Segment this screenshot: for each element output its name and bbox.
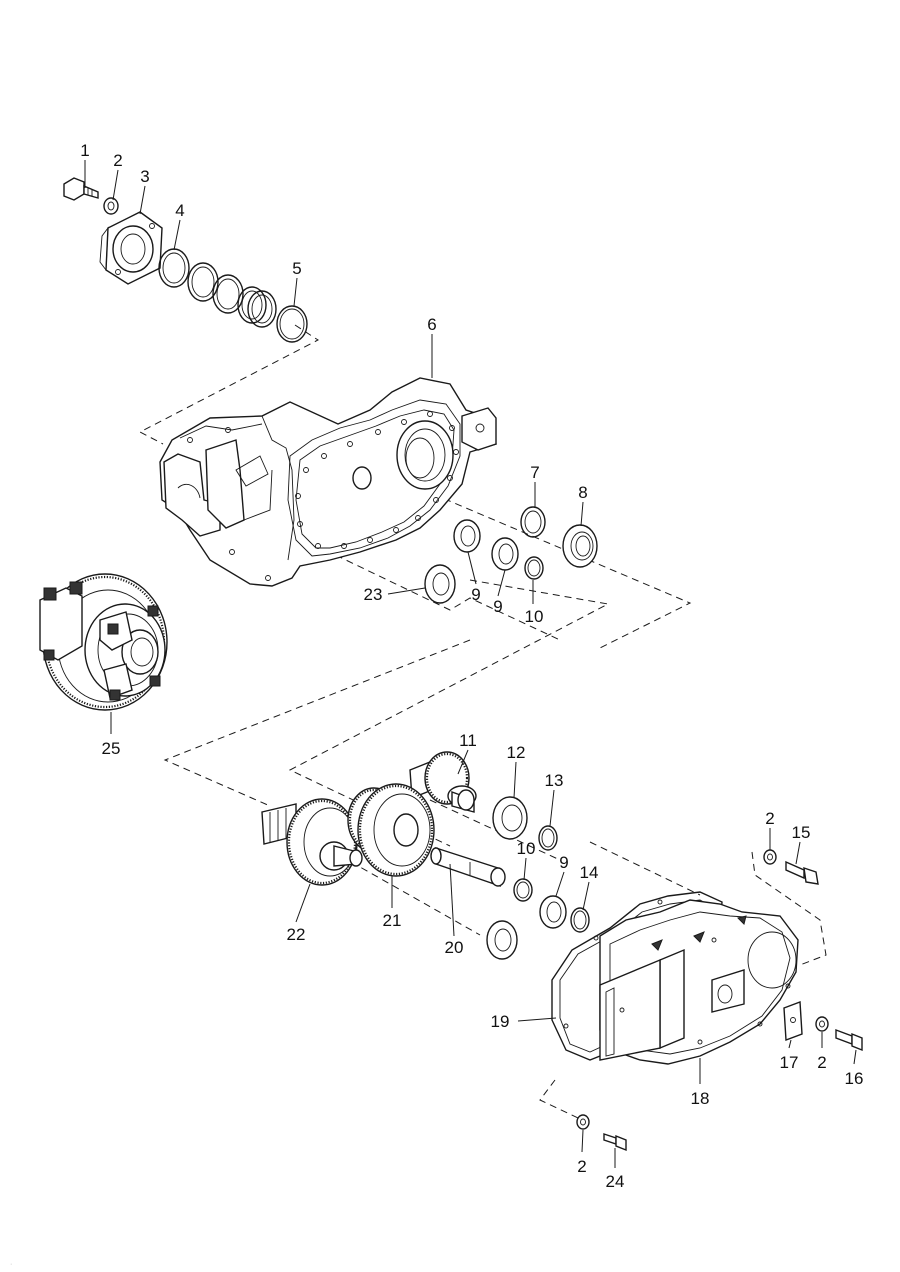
callout-24: 24: [606, 1172, 625, 1191]
leader-lines: [84, 160, 857, 1168]
callout-1: 1: [80, 141, 89, 160]
callout-14: 14: [580, 863, 599, 882]
part-1-bolt: [63, 177, 99, 201]
part-20-shaft: [430, 847, 506, 888]
part-12-bearing: [492, 796, 528, 840]
part-2-washer-bottom: [576, 1114, 590, 1130]
part-13-snap-ring: [538, 825, 558, 851]
callout-5: 5: [292, 259, 301, 278]
callout-12: 12: [507, 743, 526, 762]
housing-bolt-holes: [187, 411, 459, 581]
callout-3: 3: [140, 167, 149, 186]
callout-16: 16: [845, 1069, 864, 1088]
part-4-o-ring-set: [158, 248, 277, 328]
part-18-end-cover: [599, 899, 799, 1065]
part-2-washer-right-lower: [815, 1016, 829, 1032]
part-21-cluster-gear: [347, 783, 435, 877]
callout-15: 15: [792, 823, 811, 842]
part-9-bearing-c: [539, 895, 567, 929]
part-2-washer-right-upper: [763, 849, 777, 865]
callout-9: 9: [493, 597, 502, 616]
part-15-bolt: [785, 860, 819, 885]
callout-9: 9: [559, 853, 568, 872]
callout-2: 2: [765, 809, 774, 828]
callout-19: 19: [491, 1012, 510, 1031]
part-20-bearing: [486, 920, 518, 960]
part-7-seal-ring: [520, 506, 546, 538]
callout-20: 20: [445, 938, 464, 957]
part-23-bearing: [424, 564, 456, 604]
part-24-bolt: [603, 1133, 627, 1152]
callout-13: 13: [545, 771, 564, 790]
callout-8: 8: [578, 483, 587, 502]
callout-10: 10: [525, 607, 544, 626]
callout-labels: 1 2 3 4 5 6 7 8 23 9 9 10 25 11 12 13 10…: [80, 141, 863, 1191]
callout-23: 23: [364, 585, 383, 604]
part-22-input-shaft-gear: [261, 798, 363, 886]
callout-7: 7: [530, 463, 539, 482]
part-9-bearing-b: [491, 537, 519, 571]
callout-22: 22: [287, 925, 306, 944]
part-6-main-housing: [159, 377, 497, 587]
callout-18: 18: [691, 1089, 710, 1108]
part-11-pinion-gear: [409, 751, 477, 813]
part-8-bearing: [562, 524, 598, 568]
corner-mark: ·: [10, 1261, 12, 1268]
callout-11: 11: [459, 731, 477, 750]
callout-9: 9: [471, 585, 480, 604]
callout-6: 6: [427, 315, 436, 334]
part-14-ring: [570, 907, 590, 933]
callout-4: 4: [175, 201, 184, 220]
callout-2: 2: [113, 151, 122, 170]
part-16-bolt: [835, 1028, 863, 1052]
part-25-differential-assembly: [39, 573, 168, 711]
callout-2: 2: [577, 1157, 586, 1176]
callout-25: 25: [102, 739, 121, 758]
part-10-ring-a: [524, 556, 544, 580]
part-2-washer-top: [103, 197, 119, 215]
callout-10: 10: [517, 839, 536, 858]
part-5-snap-ring: [276, 305, 308, 343]
part-9-bearing-a: [453, 519, 481, 553]
part-17-bracket: [783, 1001, 803, 1041]
part-10-ring-b: [513, 878, 533, 902]
part-3-flange-cover: [99, 211, 163, 285]
callout-21: 21: [383, 911, 402, 930]
callout-17: 17: [780, 1053, 799, 1072]
callout-2: 2: [817, 1053, 826, 1072]
